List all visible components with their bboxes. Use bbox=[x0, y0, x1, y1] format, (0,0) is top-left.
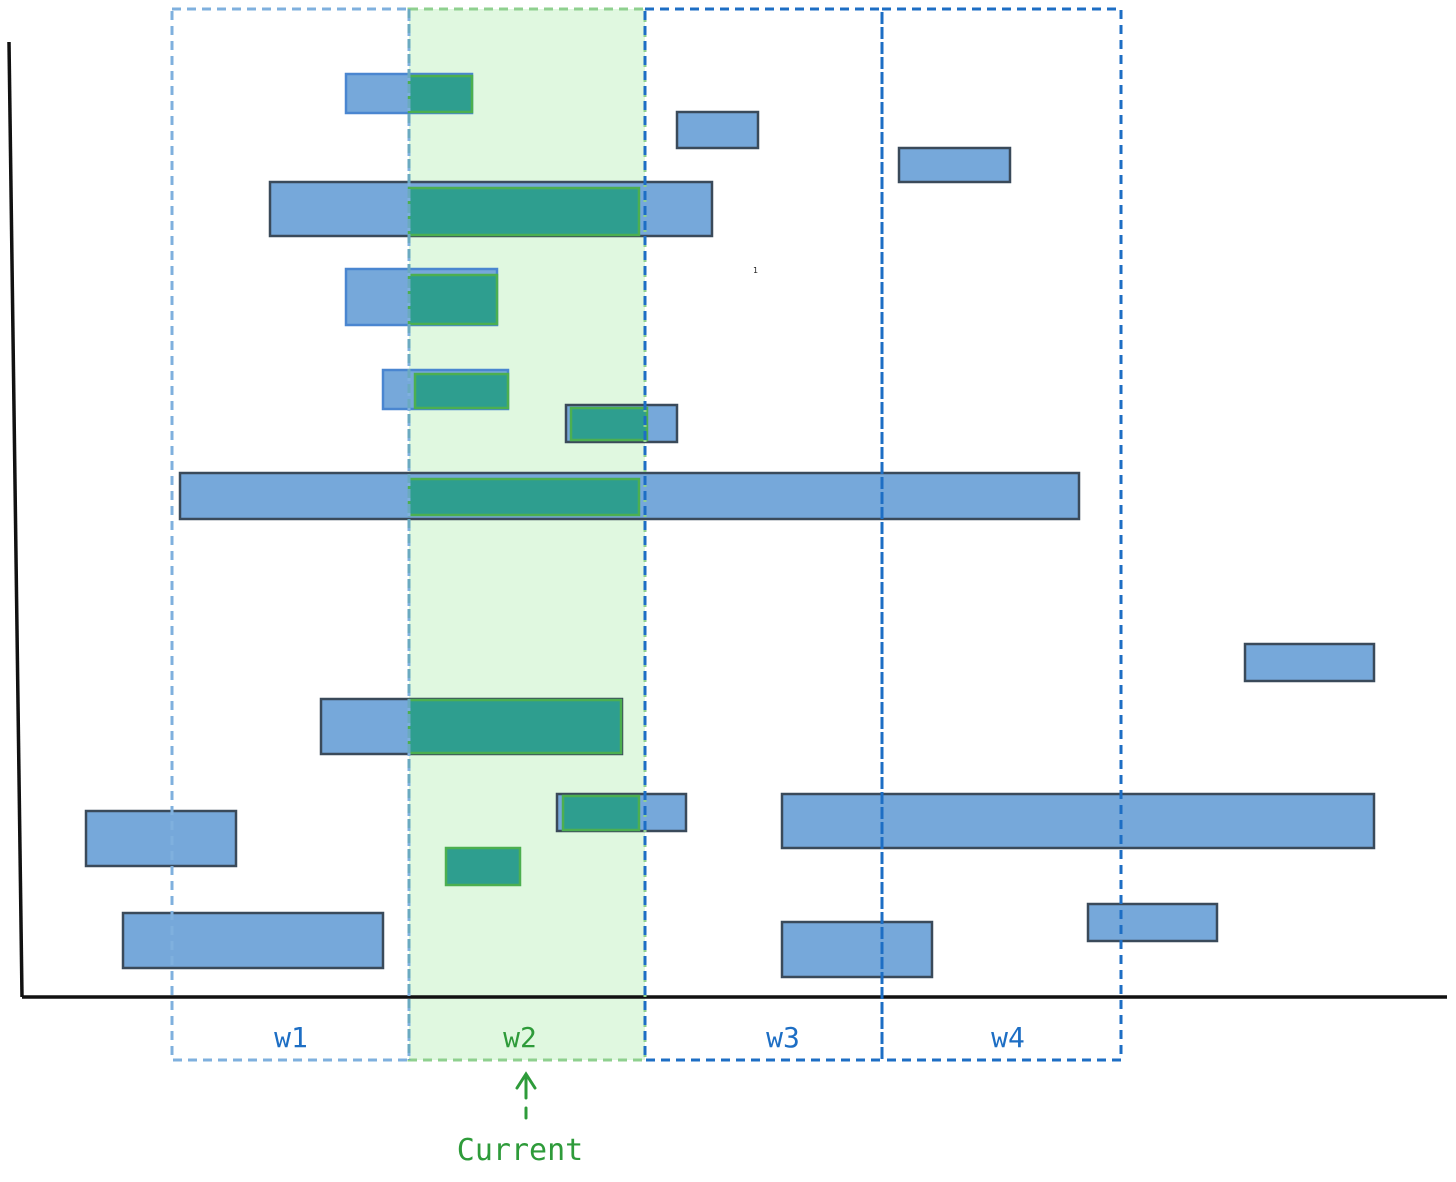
bar bbox=[780, 792, 1376, 850]
window-label-w1: w1 bbox=[274, 1021, 308, 1054]
overlap-segment bbox=[413, 372, 510, 410]
stray-mark: 1 bbox=[753, 266, 758, 275]
overlap-segment bbox=[444, 846, 522, 887]
overlap-segment bbox=[407, 74, 474, 114]
bar bbox=[1086, 902, 1219, 943]
y-axis bbox=[7, 41, 24, 998]
overlap-segment bbox=[407, 273, 499, 326]
current-label: Current bbox=[457, 1133, 583, 1168]
bars bbox=[84, 72, 1376, 979]
bar bbox=[1243, 642, 1376, 683]
bar bbox=[121, 911, 385, 970]
overlap-segment bbox=[407, 477, 641, 517]
overlap-segment bbox=[407, 186, 641, 237]
bar bbox=[675, 110, 760, 150]
window-w1-outline bbox=[170, 7, 411, 1062]
window-label-w2: w2 bbox=[503, 1021, 537, 1054]
window-label-w4: w4 bbox=[991, 1021, 1025, 1054]
bar bbox=[780, 920, 934, 979]
overlap-segment bbox=[569, 406, 649, 442]
overlap-segment bbox=[561, 794, 641, 832]
overlap-segment bbox=[407, 698, 623, 755]
overlap-segments bbox=[407, 74, 649, 887]
window-w2-band bbox=[409, 9, 645, 1060]
window-label-w3: w3 bbox=[766, 1021, 800, 1054]
bar bbox=[84, 809, 238, 868]
current-arrow-icon bbox=[515, 1071, 537, 1120]
bar bbox=[897, 146, 1012, 184]
window-w3-outline bbox=[643, 7, 884, 1062]
